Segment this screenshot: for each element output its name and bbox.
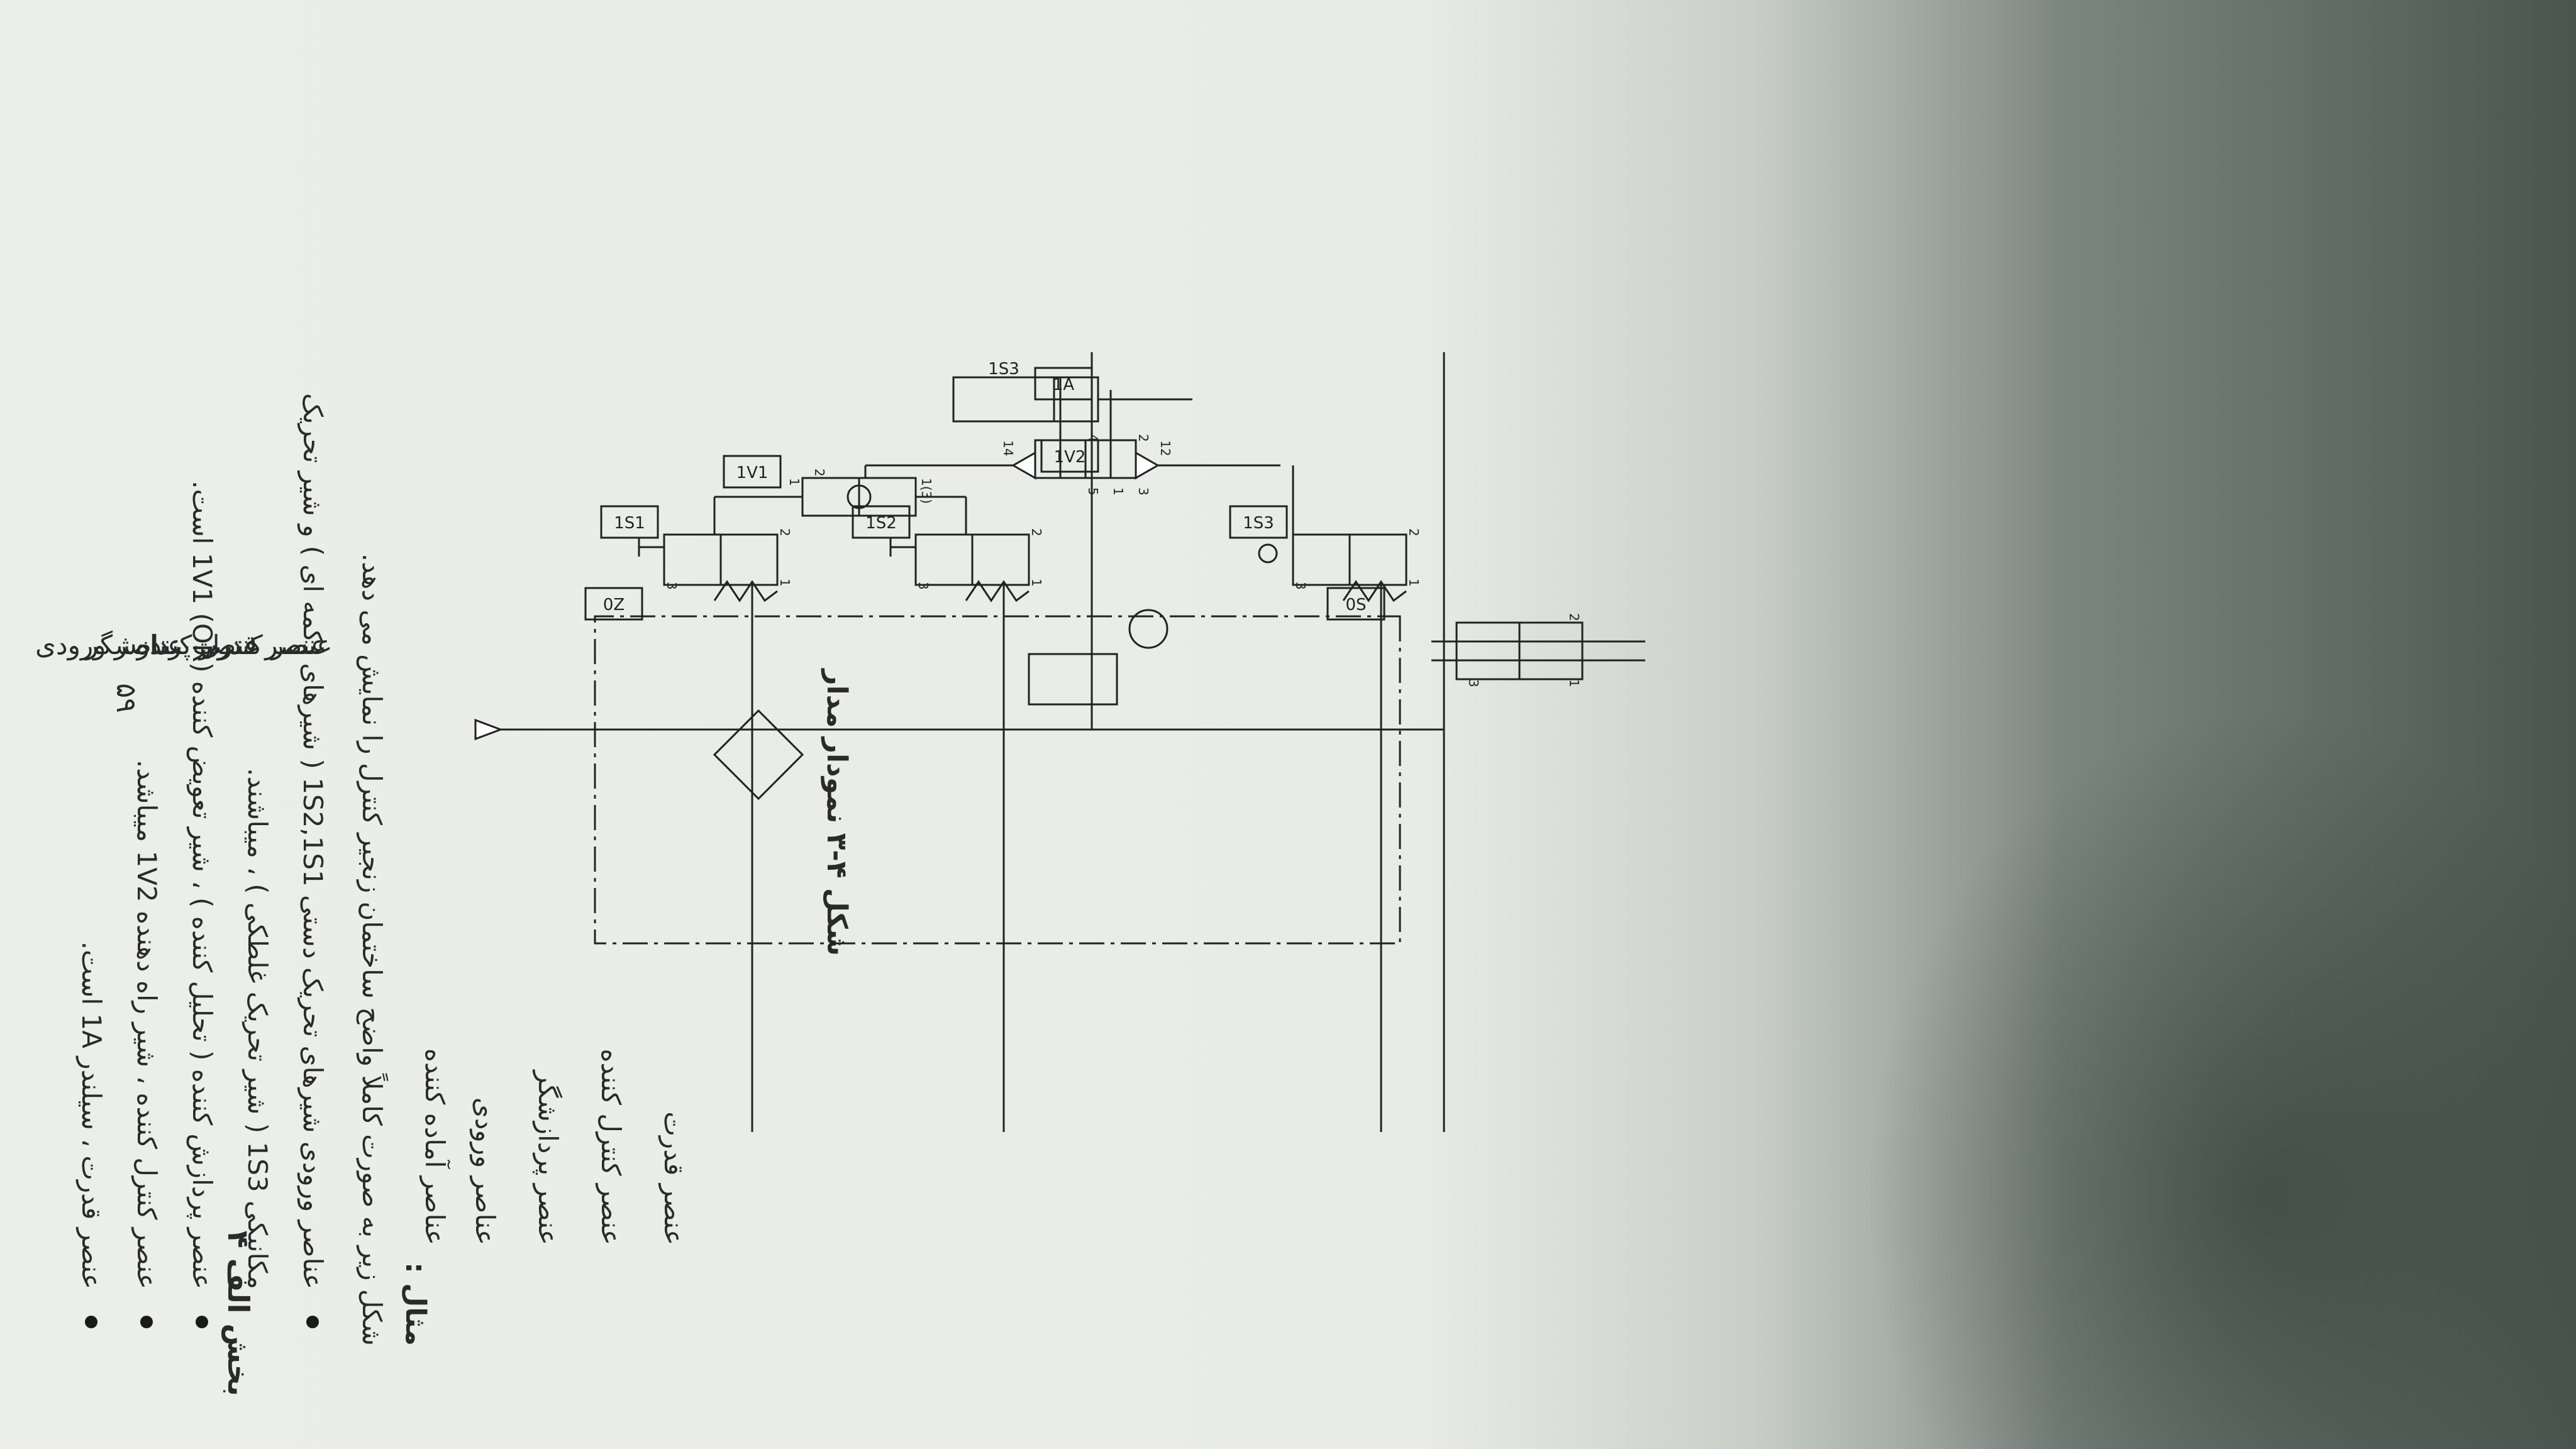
- category-control: عنصر کنترل کننده: [136, 630, 332, 660]
- valve-1s2: [889, 533, 1030, 602]
- port-number: 1: [787, 478, 802, 486]
- valve-1v2-label: 1V2: [1054, 448, 1086, 467]
- port-number: 1: [1029, 579, 1044, 587]
- port-number: 1: [1567, 679, 1582, 687]
- category-power: عنصر قدرت: [192, 630, 326, 660]
- port-number: 14: [1001, 440, 1016, 456]
- service-unit-0z: [594, 609, 1401, 945]
- valve-1s1: [638, 533, 779, 602]
- port-number: 3: [1136, 487, 1151, 496]
- valve-1s2-label: 1S2: [865, 514, 897, 533]
- category-input-label: عناصر ورودی: [470, 1097, 501, 1245]
- service-unit-label: 0Z: [603, 596, 625, 614]
- port-number: 4: [1085, 434, 1101, 442]
- port-number: 1: [1406, 579, 1421, 587]
- category-power-label: عنصر قدرت: [658, 1111, 689, 1245]
- valve-0s: [1431, 621, 1645, 680]
- port-number: 3: [1293, 582, 1308, 590]
- port-number: 3: [664, 582, 679, 590]
- port-number: 2: [777, 528, 792, 536]
- port-number: 2: [1029, 528, 1044, 536]
- port-number: 12: [1158, 440, 1173, 456]
- port-number: 2: [1136, 434, 1151, 442]
- category-control-label: عنصر کنترل کننده: [596, 1048, 626, 1245]
- port-number: 3: [1466, 679, 1481, 687]
- port-number: 1: [777, 579, 792, 587]
- limit-marker-label: 1S3: [988, 360, 1019, 379]
- category-supply-label: عناصر آماده کننده: [419, 1048, 450, 1245]
- cylinder-label: 1A: [1053, 375, 1075, 394]
- valve-1s3-label: 1S3: [1243, 514, 1274, 533]
- port-number: 2: [812, 469, 827, 477]
- category-input: عناصر ورودی: [35, 630, 183, 660]
- valve-1v1-label: 1V1: [736, 464, 769, 482]
- valve-1s3: [1258, 533, 1407, 602]
- port-number: 3: [916, 582, 931, 590]
- category-processing: عنصر پردازشگر: [84, 630, 260, 661]
- category-processing-label: عنصر پردازشگر: [533, 1070, 564, 1245]
- valve-1s1-label: 1S1: [614, 514, 645, 533]
- port-number: 5: [1085, 487, 1101, 496]
- port-number: 2: [1567, 613, 1582, 621]
- port-number: 1: [1111, 487, 1126, 496]
- cylinder-1a: [952, 376, 1192, 423]
- port-number: 2: [1406, 528, 1421, 536]
- valve-1v1: [801, 477, 917, 517]
- port-number: 1(3): [919, 478, 934, 504]
- shutoff-valve-label: 0S: [1345, 596, 1366, 614]
